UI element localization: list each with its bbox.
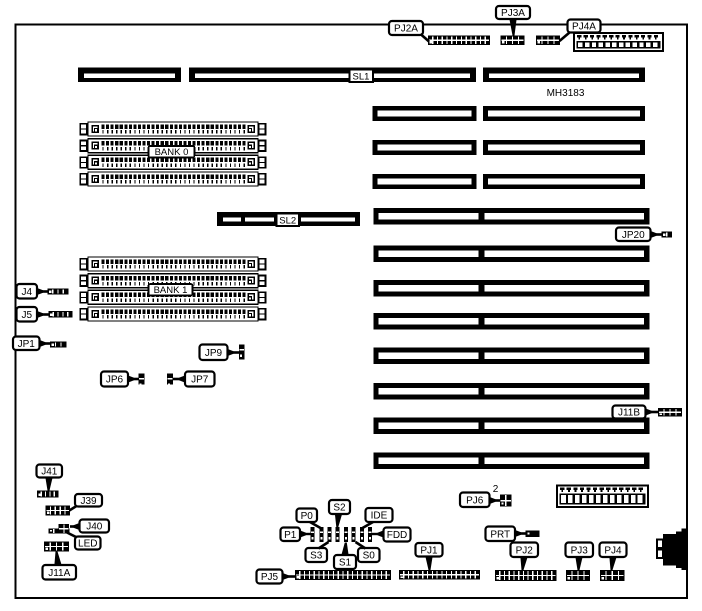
svg-text:P0: P0	[301, 511, 314, 522]
svg-text:PJ4A: PJ4A	[572, 22, 596, 33]
svg-text:P1: P1	[284, 530, 297, 541]
svg-text:S2: S2	[333, 503, 346, 514]
svg-text:PJ5: PJ5	[261, 572, 279, 583]
svg-text:FDD: FDD	[387, 530, 408, 541]
svg-text:2: 2	[493, 484, 499, 495]
svg-text:J39: J39	[80, 496, 97, 507]
svg-text:BANK 0: BANK 0	[155, 147, 189, 158]
svg-text:LED: LED	[78, 539, 97, 550]
svg-text:JP20: JP20	[622, 230, 645, 241]
svg-text:PRT: PRT	[490, 529, 510, 540]
svg-text:J11B: J11B	[618, 408, 640, 419]
svg-text:S3: S3	[310, 551, 323, 562]
svg-text:SL2: SL2	[279, 215, 296, 226]
svg-text:J41: J41	[41, 467, 58, 478]
svg-text:BANK 1: BANK 1	[154, 285, 188, 296]
svg-text:JP6: JP6	[106, 375, 124, 386]
svg-text:SL1: SL1	[353, 72, 370, 83]
svg-text:PJ2: PJ2	[516, 545, 534, 556]
svg-text:PJ3A: PJ3A	[501, 8, 525, 19]
svg-text:S0: S0	[363, 551, 376, 562]
svg-text:PJ1: PJ1	[420, 545, 438, 556]
svg-text:J5: J5	[21, 310, 32, 321]
svg-text:PJ4: PJ4	[604, 545, 622, 556]
svg-text:PJ3: PJ3	[571, 545, 589, 556]
svg-text:MH3183: MH3183	[547, 88, 585, 99]
svg-text:PJ2A: PJ2A	[394, 24, 418, 35]
svg-text:S1: S1	[339, 558, 352, 569]
svg-text:IDE: IDE	[371, 511, 388, 522]
svg-text:J40: J40	[86, 522, 103, 533]
svg-text:JP7: JP7	[191, 375, 209, 386]
svg-text:JP9: JP9	[205, 348, 223, 359]
svg-text:JP1: JP1	[18, 339, 36, 350]
svg-text:J11A: J11A	[48, 568, 70, 579]
svg-text:J4: J4	[21, 287, 32, 298]
svg-text:PJ6: PJ6	[466, 495, 484, 506]
